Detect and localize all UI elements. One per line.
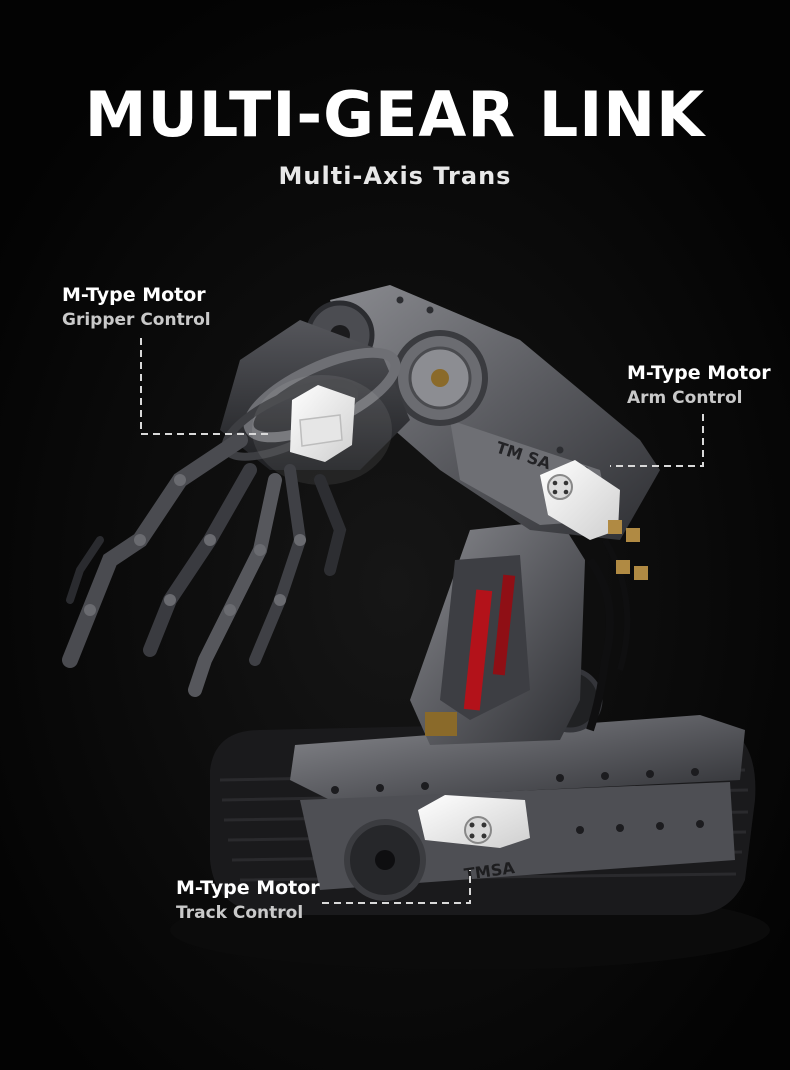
gripper-claw — [62, 432, 347, 697]
tan-connector — [425, 712, 457, 736]
callout-gripper-motor: M-Type Motor Gripper Control — [62, 282, 211, 332]
arm-leader — [610, 414, 704, 467]
callout-arm-name: M-Type Motor — [627, 362, 771, 384]
cable — [586, 557, 614, 732]
page-subtitle: Multi-Axis Trans — [278, 162, 512, 190]
callout-track-motor: M-Type Motor Track Control — [176, 875, 320, 925]
callout-arm-motor: M-Type Motor Arm Control — [627, 360, 771, 410]
gripper-leader — [140, 338, 270, 435]
page-title: MULTI-GEAR LINK — [84, 78, 706, 151]
arm-column — [410, 520, 631, 745]
callout-gripper-name: M-Type Motor — [62, 284, 206, 306]
arm-motor — [540, 460, 648, 580]
red-piston — [463, 589, 493, 711]
gripper-motor — [252, 375, 392, 485]
callout-arm-role: Arm Control — [627, 388, 743, 408]
callout-gripper-role: Gripper Control — [62, 310, 211, 330]
callout-track-role: Track Control — [176, 903, 304, 923]
chassis-top — [290, 715, 745, 800]
track-leader — [322, 870, 471, 904]
callout-leaders — [140, 338, 704, 904]
callout-track-name: M-Type Motor — [176, 877, 320, 899]
track-motor — [418, 795, 530, 848]
